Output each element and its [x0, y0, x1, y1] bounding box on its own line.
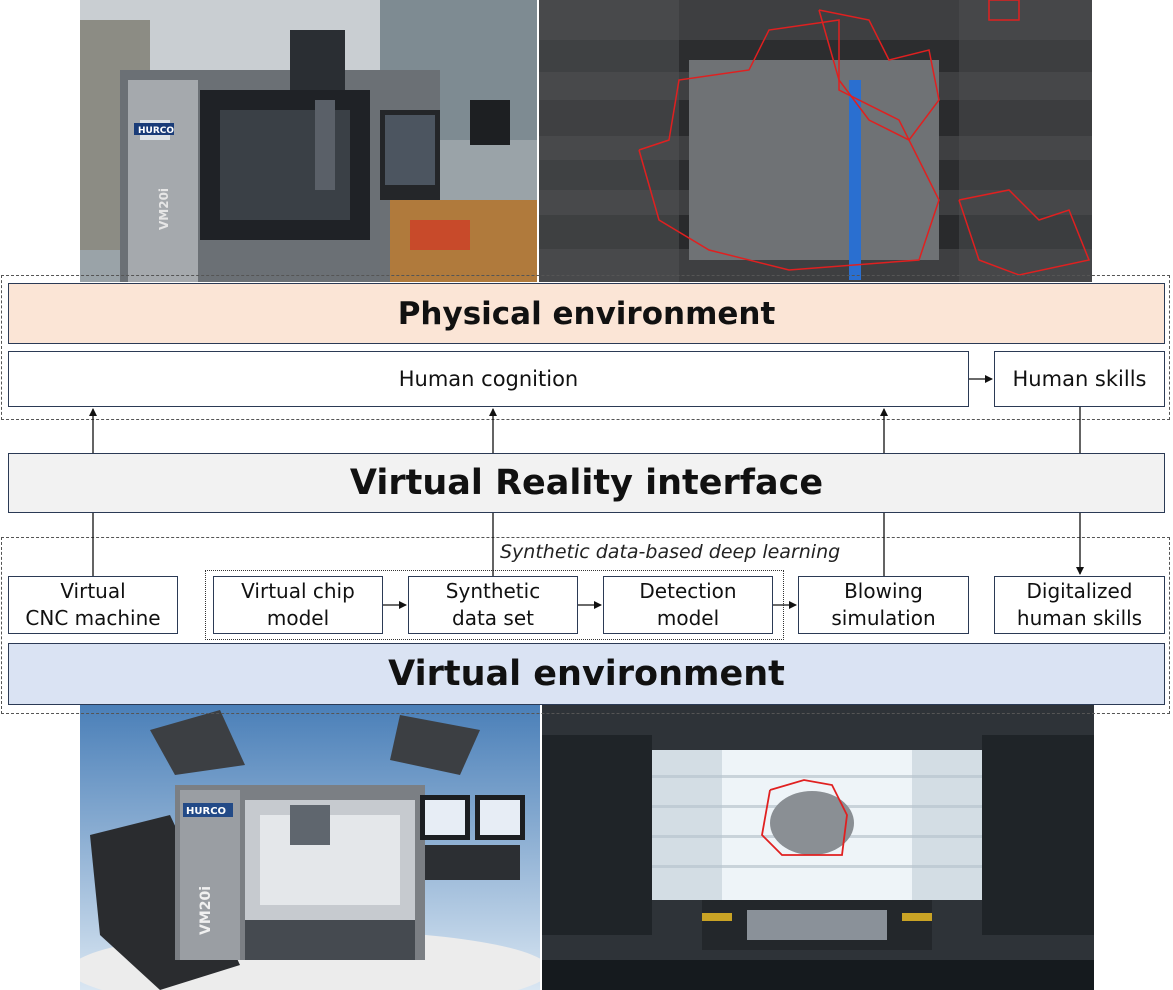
physical-environment-title: Physical environment	[397, 295, 776, 332]
vm20i-model-text: VM20i	[157, 188, 171, 230]
detection-model-label: Detection model	[639, 579, 737, 630]
human-skills-box: Human skills	[994, 351, 1165, 407]
physical-environment-band: Physical environment	[8, 283, 1165, 344]
human-cognition-label: Human cognition	[398, 367, 579, 391]
synthetic-data-set-box: Synthetic data set	[408, 576, 578, 634]
hurco-render-logo-text: HURCO	[186, 806, 226, 817]
virtual-machine-bed-render	[542, 705, 1094, 990]
blowing-simulation-label: Blowing simulation	[831, 579, 936, 630]
blowing-simulation-box: Blowing simulation	[798, 576, 969, 634]
virtual-chip-model-box: Virtual chip model	[213, 576, 383, 634]
virtual-chip-model-label: Virtual chip model	[241, 579, 355, 630]
hurco-logo-text: HURCO	[138, 126, 174, 136]
detection-model-box: Detection model	[603, 576, 773, 634]
virtual-environment-title: Virtual environment	[388, 654, 785, 694]
machine-bed-chips-photo	[539, 0, 1092, 282]
digitalized-human-skills-label: Digitalized human skills	[1016, 579, 1143, 630]
digitalized-human-skills-box: Digitalized human skills	[994, 576, 1165, 634]
human-skills-label: Human skills	[1012, 367, 1147, 391]
physical-environment-group	[1, 275, 1170, 420]
vr-interface-title: Virtual Reality interface	[349, 463, 824, 503]
virtual-cnc-machine-label: Virtual CNC machine	[25, 579, 161, 630]
virtual-environment-group	[1, 537, 1170, 714]
virtual-cnc-machine-render: HURCO VM20i	[80, 705, 540, 990]
vm20i-render-model-text: VM20i	[198, 886, 214, 935]
synthetic-data-set-label: Synthetic data set	[445, 579, 541, 630]
human-cognition-box: Human cognition	[8, 351, 969, 407]
virtual-environment-band: Virtual environment	[8, 643, 1165, 705]
real-cnc-machine-photo: HURCO VM20i	[80, 0, 537, 282]
virtual-cnc-machine-box: Virtual CNC machine	[8, 576, 178, 634]
vr-interface-band: Virtual Reality interface	[8, 453, 1165, 513]
synthetic-deep-learning-caption: Synthetic data-based deep learning	[500, 541, 841, 563]
